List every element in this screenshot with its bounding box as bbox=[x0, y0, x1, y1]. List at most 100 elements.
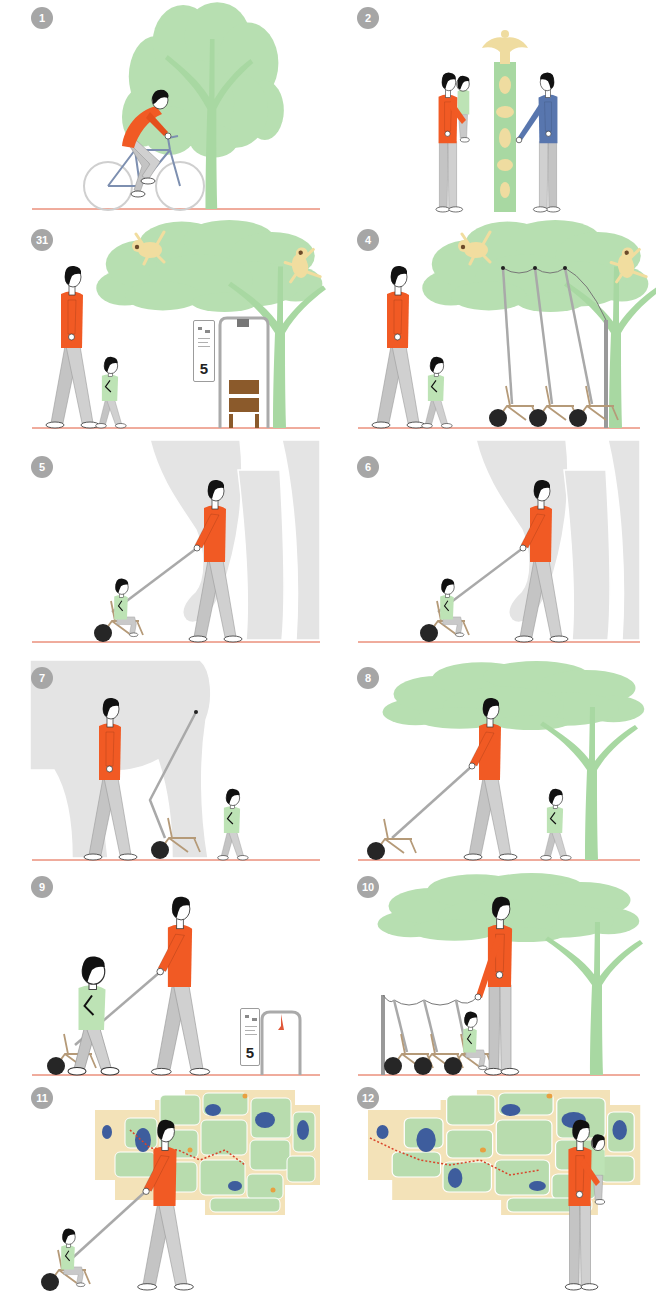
tree-trunk bbox=[545, 922, 643, 1075]
step-number: 6 bbox=[357, 456, 379, 478]
cart-handles bbox=[503, 268, 592, 404]
hand bbox=[475, 994, 481, 1000]
child-figure bbox=[541, 789, 572, 860]
holding-arm bbox=[580, 1158, 600, 1186]
panel-map-walk bbox=[41, 1090, 320, 1291]
step-number: 31 bbox=[31, 229, 53, 251]
child-figure bbox=[463, 1012, 487, 1070]
panel-elephant-stop bbox=[30, 660, 248, 860]
parent-figure bbox=[189, 480, 242, 642]
step-number: 8 bbox=[357, 667, 379, 689]
tree-trunk bbox=[540, 707, 638, 860]
step-number: 1 bbox=[31, 7, 53, 29]
step-number: 10 bbox=[357, 876, 379, 898]
route-line bbox=[130, 1130, 245, 1165]
panel-return bbox=[47, 897, 300, 1075]
step-label: 5 bbox=[39, 462, 45, 473]
tree-canopy bbox=[122, 2, 284, 157]
holding-arm bbox=[448, 100, 466, 124]
handle-end bbox=[194, 710, 198, 714]
route-line bbox=[370, 1138, 540, 1175]
step-number: 11 bbox=[31, 1087, 53, 1109]
stacked-seats bbox=[229, 380, 259, 428]
tree-trunk bbox=[564, 267, 656, 429]
parent-figure bbox=[464, 698, 517, 860]
cart-handle bbox=[68, 1191, 146, 1262]
step-number: 2 bbox=[357, 7, 379, 29]
tree-canopy bbox=[96, 220, 322, 312]
cart bbox=[569, 386, 618, 427]
rack-wire bbox=[383, 995, 478, 1005]
step-label: 10 bbox=[362, 882, 374, 893]
panel-cart-rack bbox=[372, 220, 656, 428]
gibbon bbox=[609, 245, 646, 282]
child-figure bbox=[457, 76, 470, 142]
panel-elephant-walk bbox=[420, 440, 640, 642]
step-label: 4 bbox=[365, 235, 371, 246]
step-number: 9 bbox=[31, 876, 53, 898]
parent-figure bbox=[515, 480, 568, 642]
tree-trunk bbox=[165, 39, 253, 209]
panel-cyclist bbox=[84, 2, 284, 210]
step-number: 5 bbox=[31, 456, 53, 478]
totem-pole bbox=[494, 62, 516, 212]
step-label: 12 bbox=[362, 1093, 374, 1104]
child-figure bbox=[96, 357, 127, 428]
cart-handle bbox=[150, 712, 196, 838]
step-label: 2 bbox=[365, 13, 371, 24]
panel-tree-walk bbox=[367, 661, 644, 860]
guide-figure bbox=[533, 73, 560, 212]
parent-figure bbox=[151, 897, 209, 1075]
gibbon bbox=[132, 232, 164, 264]
panel-totem bbox=[436, 30, 560, 212]
elephant-legs bbox=[150, 440, 320, 640]
parent-figure bbox=[84, 698, 137, 860]
parent-figure bbox=[46, 266, 99, 428]
child-figure bbox=[114, 579, 138, 637]
sign-board: 5 bbox=[240, 1008, 260, 1066]
panel-sign bbox=[46, 220, 326, 428]
totem-carvings bbox=[482, 30, 528, 198]
child-figure bbox=[422, 357, 453, 428]
cart bbox=[151, 818, 200, 859]
child-figure bbox=[68, 956, 119, 1075]
step-number: 4 bbox=[357, 229, 379, 251]
rack-wire bbox=[503, 268, 606, 320]
child-figure bbox=[440, 579, 464, 637]
step-label: 6 bbox=[365, 462, 371, 473]
panel-park-cart bbox=[378, 873, 644, 1075]
ground-lines bbox=[32, 209, 640, 1075]
step-label: 1 bbox=[39, 13, 45, 24]
sign-number: 5 bbox=[200, 361, 208, 376]
cart bbox=[367, 819, 416, 860]
step-label: 8 bbox=[365, 673, 371, 684]
panel-map-end bbox=[368, 1090, 640, 1290]
parent-figure bbox=[138, 1120, 194, 1290]
cart-handles bbox=[394, 1000, 467, 1052]
step-label: 11 bbox=[36, 1093, 48, 1104]
parent-figure bbox=[485, 897, 519, 1075]
stand-lock bbox=[237, 319, 249, 327]
zoo-map bbox=[95, 1090, 320, 1215]
cart-stand bbox=[220, 318, 268, 428]
handle-ends bbox=[501, 266, 567, 270]
sign-board: 5 bbox=[193, 320, 215, 382]
cyclist bbox=[122, 90, 171, 197]
sign-number: 5 bbox=[246, 1045, 254, 1060]
zoo-map bbox=[368, 1090, 640, 1215]
rack-pole bbox=[381, 995, 385, 1075]
child-figure bbox=[591, 1134, 604, 1204]
panel-elephant-walk bbox=[94, 440, 320, 642]
child-figure bbox=[61, 1229, 85, 1287]
tree-trunk bbox=[228, 267, 326, 429]
gibbon bbox=[458, 232, 490, 264]
reaching-arm bbox=[476, 936, 502, 998]
cart-stand bbox=[262, 1012, 300, 1075]
parent-figure bbox=[372, 266, 425, 428]
hand bbox=[516, 137, 522, 143]
step-label: 31 bbox=[36, 235, 48, 246]
cart-handle bbox=[392, 766, 472, 838]
